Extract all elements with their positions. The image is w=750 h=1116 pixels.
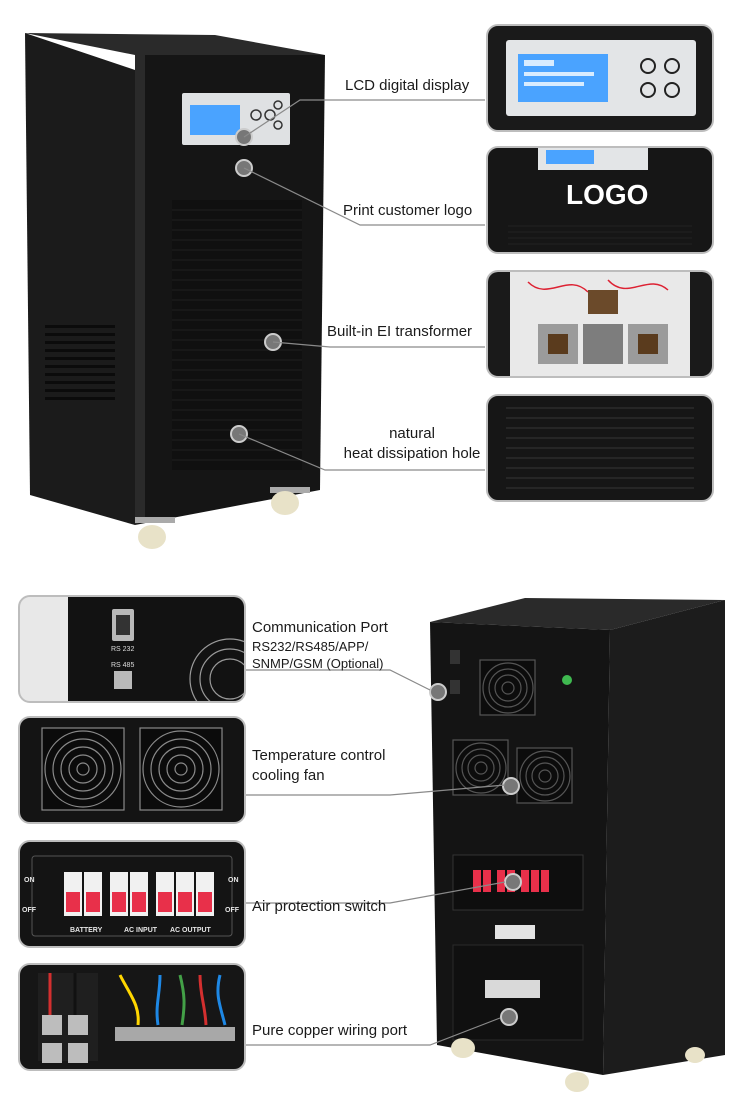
thumb-transformer-closeup <box>486 270 714 378</box>
thumb-wiring-port-closeup <box>18 963 246 1071</box>
callout-air-switch: Air protection switch <box>252 898 387 915</box>
callout-heat-dissipation: natural heat dissipation hole <box>337 424 487 464</box>
back-fan-right <box>516 747 573 804</box>
callout-fan-line2: cooling fan <box>252 767 325 784</box>
top-callout-lines <box>238 99 485 471</box>
thumb-logo-closeup: LOGO <box>486 146 714 254</box>
callout-communication-port: Communication Port <box>252 619 388 636</box>
back-cabinet-top <box>430 598 725 630</box>
lcd-screen <box>190 105 240 135</box>
thumb-vent-closeup <box>486 394 714 502</box>
cabinet-side-face <box>25 33 135 525</box>
callout-fan-line1: Temperature control <box>252 747 386 764</box>
switch-ac-input-label: AC INPUT <box>124 927 158 934</box>
thumb-comm-port-closeup: RS 232 RS 485 <box>18 595 246 703</box>
front-vents <box>172 200 302 470</box>
callout-heat-line1: natural <box>389 425 435 442</box>
callout-dot-comm <box>429 683 447 701</box>
bottom-product-back-view <box>425 590 730 1100</box>
thumb-cooling-fan-closeup <box>18 716 246 824</box>
back-cabinet-side <box>603 600 725 1075</box>
rs232-label: RS 232 <box>111 646 134 653</box>
switch-on-right: ON <box>228 877 239 884</box>
switch-ac-output-label: AC OUTPUT <box>170 927 212 934</box>
side-vents <box>45 325 115 400</box>
switch-on-left: ON <box>24 877 35 884</box>
callout-ei-transformer: Built-in EI transformer <box>327 323 473 340</box>
switch-battery-label: BATTERY <box>70 927 103 934</box>
bottom-callout-lines <box>246 669 506 1046</box>
back-fan-top <box>479 659 536 716</box>
rs485-label: RS 485 <box>111 662 134 669</box>
switch-off-left: OFF <box>22 907 37 914</box>
callout-wiring-port: Pure copper wiring port <box>252 1022 408 1039</box>
callout-dot-fan <box>502 777 520 795</box>
top-product-front-view <box>20 25 340 555</box>
air-switch-breakers <box>64 872 214 916</box>
cabinet-top-face <box>25 33 325 55</box>
callout-heat-line2: heat dissipation hole <box>343 445 481 462</box>
callout-comm-sub1: RS232/RS485/APP/ <box>252 639 369 654</box>
caster-wheels <box>135 487 310 549</box>
callout-customer-logo: Print customer logo <box>343 202 473 219</box>
callout-cooling-fan: Temperature control cooling fan <box>252 746 385 786</box>
thumb-air-switch-closeup: ON OFF ON OFF BATTERY AC INPUT AC OUTPUT <box>18 840 246 948</box>
callout-dot-wiring <box>500 1008 518 1026</box>
logo-placeholder-text: LOGO <box>566 179 648 210</box>
thumb-lcd-closeup <box>486 24 714 132</box>
callout-lcd-display: LCD digital display <box>345 77 470 94</box>
callout-comm-sub2: SNMP/GSM (Optional) <box>252 656 384 671</box>
switch-off-right: OFF <box>225 907 240 914</box>
